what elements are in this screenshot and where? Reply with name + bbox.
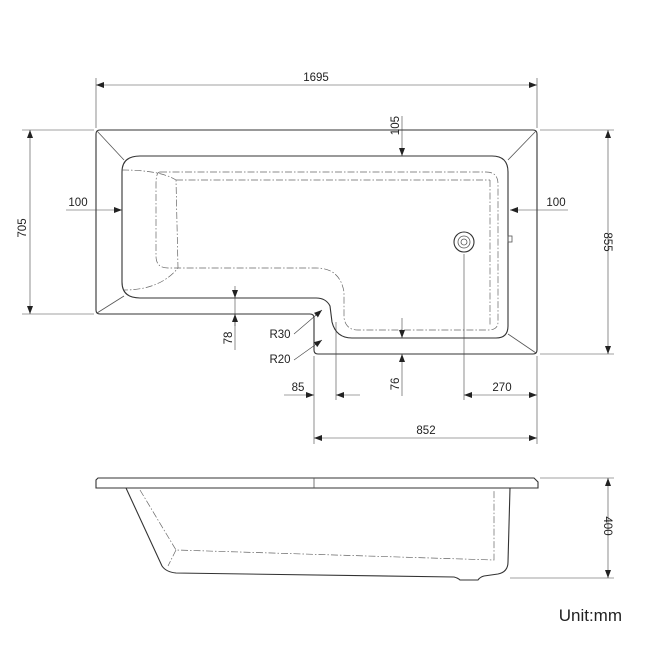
dim-label-78: 78 <box>223 332 235 345</box>
dim-label-100-right: 100 <box>546 197 565 209</box>
dim-label-r30: R30 <box>269 329 290 341</box>
dim-label-855: 855 <box>601 232 613 251</box>
side-inner-lines <box>139 489 495 567</box>
dim-height: 400 <box>510 477 614 579</box>
waste-outlet <box>453 231 475 253</box>
side-rim <box>95 477 539 489</box>
overflow-marker <box>507 235 513 243</box>
plan-view: 1695 105 100 100 705 855 <box>17 72 614 444</box>
plan-outer-rim <box>95 129 538 355</box>
dim-radius-r30: R30 <box>269 309 323 341</box>
dim-waste-offset: 270 <box>463 254 538 444</box>
plan-rim-bevels <box>96 130 537 354</box>
dim-overall-length: 1695 <box>95 72 538 128</box>
unit-label: Unit:mm <box>559 606 622 625</box>
dim-label-705: 705 <box>17 218 29 237</box>
side-view: 400 <box>95 477 614 581</box>
dim-label-100-left: 100 <box>68 197 87 209</box>
plan-basin-slope-lines <box>121 169 491 326</box>
dim-wide-section-length: 852 <box>314 425 537 441</box>
dim-label-85: 85 <box>292 382 305 394</box>
dim-rim-top: 105 <box>390 116 405 156</box>
dim-label-105: 105 <box>390 116 402 135</box>
dim-label-76: 76 <box>390 378 402 391</box>
dim-label-r20: R20 <box>269 354 290 366</box>
dim-radius-r20: R20 <box>269 339 323 366</box>
dim-rim-bottom: 76 <box>390 318 405 396</box>
dim-wide-width: 855 <box>540 129 614 355</box>
dim-rim-left: 100 <box>66 197 122 213</box>
dim-label-400: 400 <box>601 516 613 535</box>
dim-label-1695: 1695 <box>303 72 329 84</box>
dim-rim-right: 100 <box>510 197 568 213</box>
dim-step-depth: 78 <box>223 286 238 350</box>
plan-basin-outline <box>121 155 509 339</box>
dim-narrow-width: 705 <box>17 129 94 315</box>
dim-step-offset: 85 <box>284 322 360 444</box>
plan-basin-floor <box>155 171 499 331</box>
side-body <box>125 487 511 581</box>
dim-label-270: 270 <box>492 382 511 394</box>
dim-label-852: 852 <box>416 425 435 437</box>
